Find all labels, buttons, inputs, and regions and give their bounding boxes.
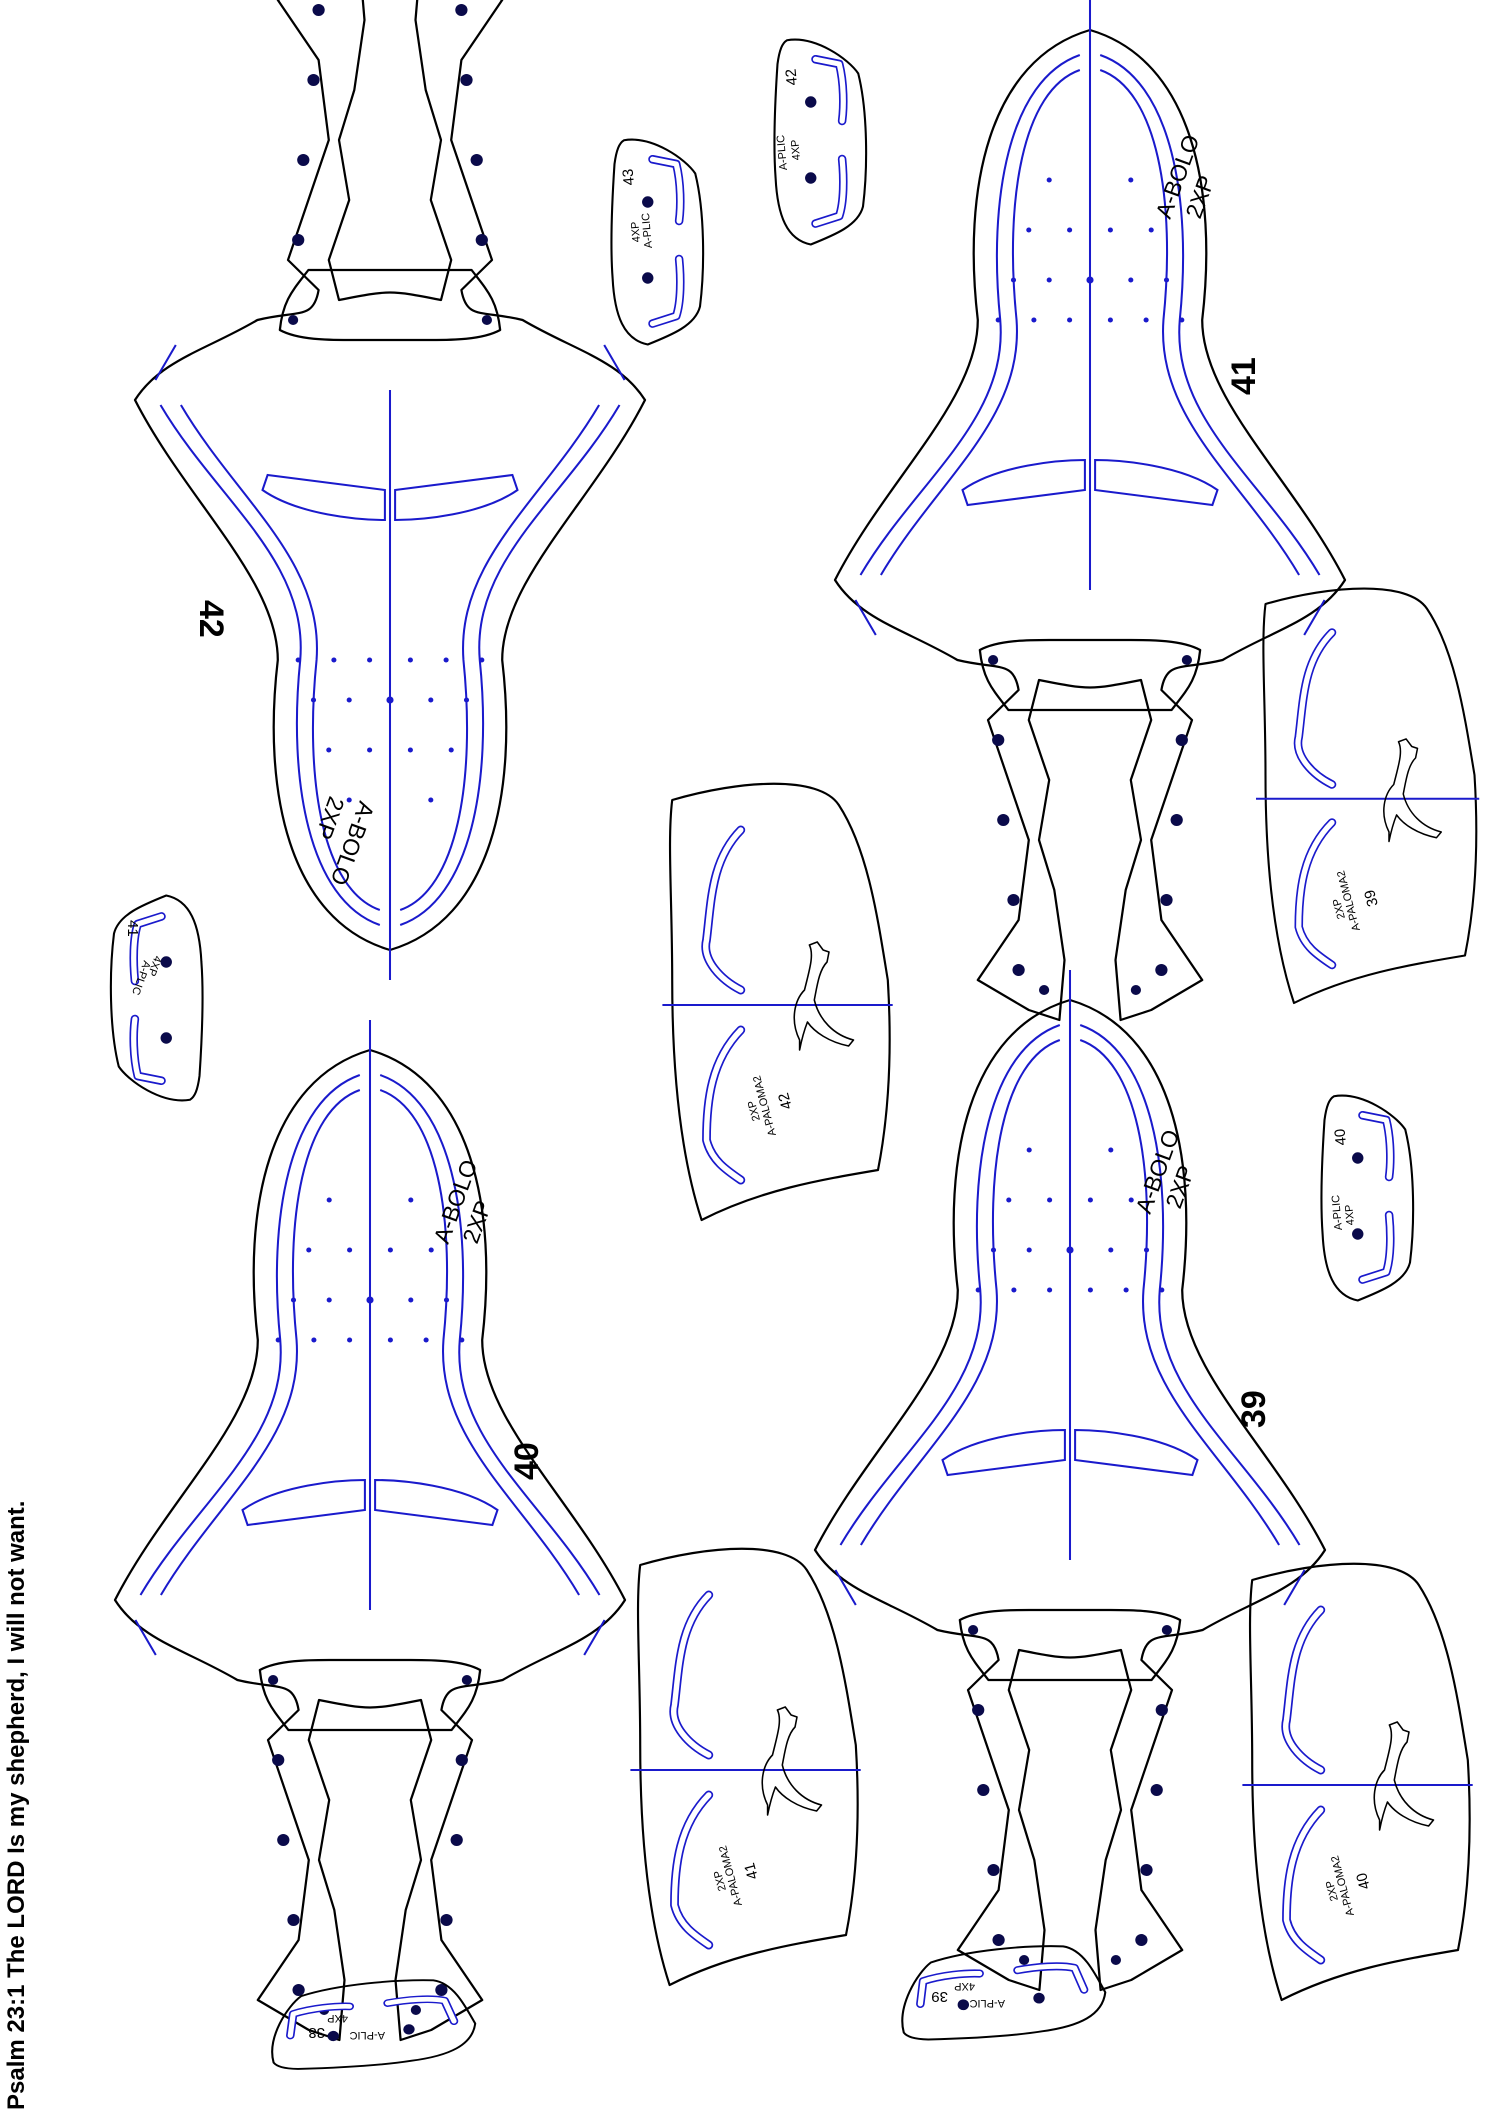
code-label-42-tab: A-PLIC (775, 134, 790, 170)
size-label-40-upper: 40 (508, 1442, 546, 1480)
qty-label-42-tab: 4XP (789, 139, 803, 161)
qty-label-38-tab: 4XP (327, 2012, 348, 2024)
qty-label-42-heel: 2XP (746, 1099, 763, 1122)
code-label-43-tab: A-PLIC (640, 212, 655, 248)
qty-label-39-heel: 2XP (1331, 897, 1348, 920)
size-label-39-tab: 39 (931, 1988, 948, 2005)
qty-label-39-tab: 4XP (954, 1980, 975, 1992)
qty-label-40-heel: 2XP (1324, 1879, 1341, 1902)
size-label-42-upper: 42 (192, 600, 230, 638)
qty-label-43-tab: 4XP (629, 221, 643, 243)
size-label-41-tab: 41 (124, 920, 141, 937)
size-label-42-tab: 42 (783, 68, 801, 86)
size-label-42-heel: 42 (775, 1091, 796, 1112)
code-label-40-tab: A-PLIC (1330, 1194, 1345, 1230)
upper-piece-40 (113, 1018, 627, 2042)
size-label-38-tab: 38 (308, 2024, 325, 2041)
size-label-39-heel: 39 (1361, 888, 1382, 909)
tab-piece-39 (897, 1940, 1109, 2044)
size-label-40-heel: 40 (1353, 1871, 1374, 1892)
upper-piece-42 (133, 0, 647, 982)
heel-piece-41 (630, 1549, 860, 1985)
size-label-41-upper: 41 (1225, 357, 1263, 395)
size-label-40-tab: 40 (1332, 1128, 1350, 1146)
upper-piece-39 (813, 968, 1327, 1992)
size-label-41-heel: 41 (741, 1861, 762, 1882)
qty-label-41-heel: 2XP (712, 1869, 729, 1892)
psalm-caption: Psalm 23:1 The LORD Is my shepherd, I wi… (3, 1501, 30, 2110)
heel-piece-39 (1256, 589, 1479, 1003)
size-label-39-upper: 39 (1235, 1390, 1273, 1428)
heel-piece-40 (1242, 1564, 1472, 2000)
code-label-38-tab: A-PLIC (349, 2029, 385, 2041)
size-label-43-tab: 43 (620, 168, 638, 186)
heel-piece-42 (662, 784, 892, 1220)
qty-label-40-tab: 4XP (1343, 1204, 1357, 1226)
code-label-39-tab: A-PLIC (969, 1997, 1005, 2009)
